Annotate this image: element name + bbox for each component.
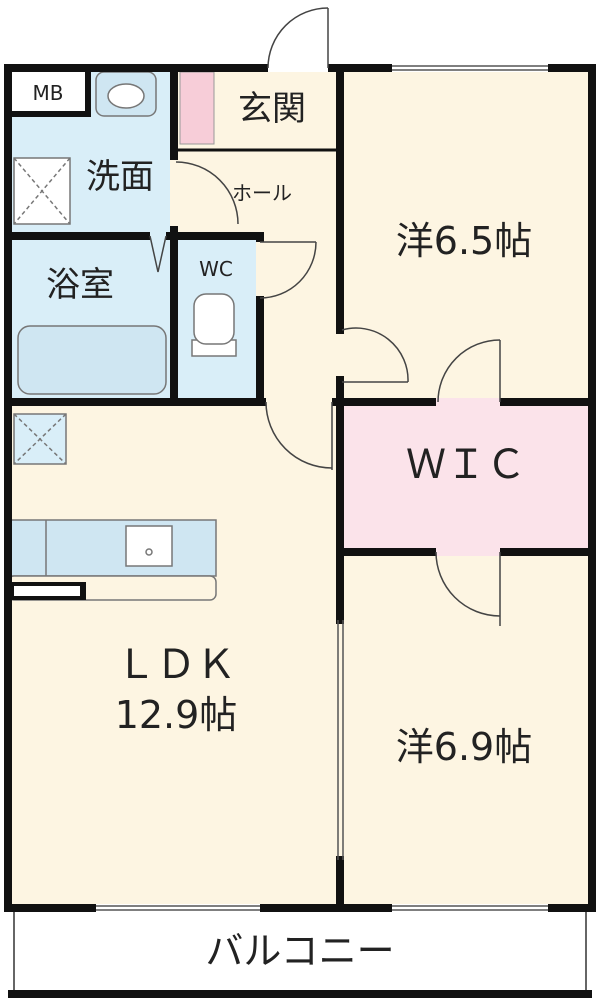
windows xyxy=(96,64,548,912)
room-labels: MB 玄関 洗面 ホール 浴室 WC 洋6.5帖 ＷＩＣ ＬＤＫ 12.9帖 洋… xyxy=(33,81,533,973)
balcony-rail xyxy=(8,912,592,998)
bathroom-label: 浴室 xyxy=(46,265,114,305)
wic-label: ＷＩＣ xyxy=(406,442,526,488)
basin-bowl xyxy=(107,83,145,109)
western-room-2-floor xyxy=(340,552,592,908)
ldk-label: ＬＤＫ xyxy=(116,642,236,688)
genkan-accent xyxy=(179,71,215,145)
ldk-floor xyxy=(8,402,340,908)
kitchen-drain xyxy=(145,548,153,556)
ldk-size-label: 12.9帖 xyxy=(115,693,238,737)
bathtub xyxy=(17,325,167,395)
western-room-1-label: 洋6.5帖 xyxy=(396,219,532,263)
hall-label: ホール xyxy=(232,181,292,205)
ldk-vent-x xyxy=(13,413,67,465)
fixtures xyxy=(5,65,237,601)
western-room-2-label: 洋6.9帖 xyxy=(396,725,532,769)
mb-label: MB xyxy=(33,81,64,105)
washer-pan-x xyxy=(13,157,71,225)
toilet-bowl xyxy=(193,293,235,345)
kitchen-counter xyxy=(7,519,217,577)
wc-label: WC xyxy=(199,257,233,281)
western-room-1-floor xyxy=(340,68,592,402)
balcony-label: バルコニー xyxy=(205,929,394,973)
washroom-label: 洗面 xyxy=(86,157,154,197)
kitchen-sink xyxy=(125,525,173,567)
doors xyxy=(149,7,501,626)
fridge-inner xyxy=(14,586,80,596)
genkan-label: 玄関 xyxy=(238,89,306,129)
balcony-floor xyxy=(8,908,592,990)
wic-floor xyxy=(340,402,592,552)
